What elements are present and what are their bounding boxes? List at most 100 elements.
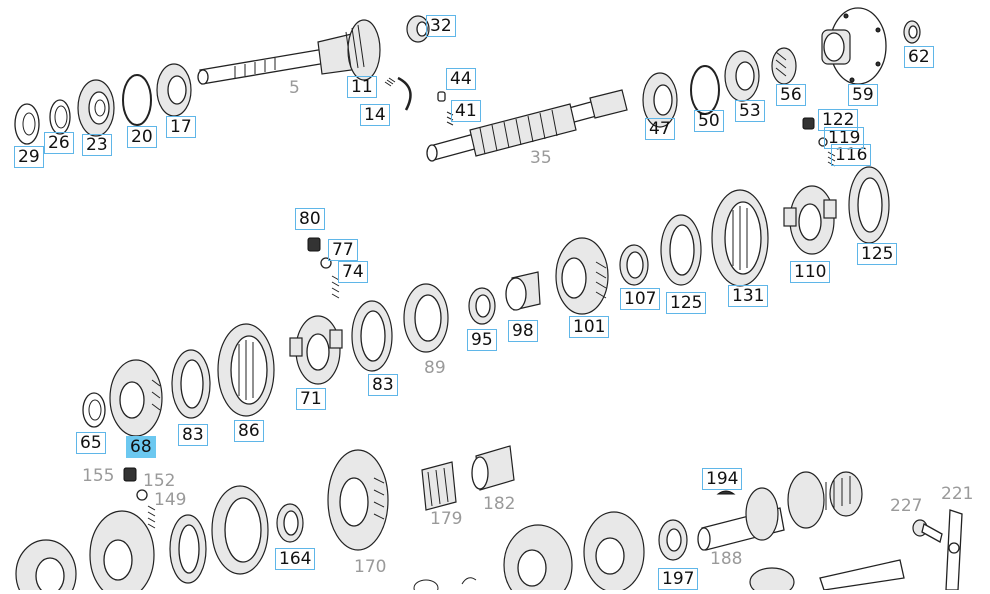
part-62-nut <box>903 20 921 44</box>
callout-44[interactable]: 44 <box>446 68 476 90</box>
callout-50[interactable]: 50 <box>694 110 724 132</box>
part-83a-sync-ring <box>171 349 211 419</box>
callout-194[interactable]: 194 <box>702 468 743 490</box>
callout-32[interactable]: 32 <box>426 15 456 37</box>
part-29-seal <box>14 103 40 145</box>
callout-107[interactable]: 107 <box>620 288 661 310</box>
part-32-bearing <box>406 15 430 43</box>
callout-74[interactable]: 74 <box>338 261 368 283</box>
part-110-hub <box>783 185 837 255</box>
callout-89: 89 <box>424 358 446 378</box>
callout-152: 152 <box>143 471 176 491</box>
part-197-bearing <box>658 519 688 561</box>
callout-227: 227 <box>890 496 923 516</box>
part-86-sleeve <box>217 323 275 417</box>
part-89-sync-ring <box>403 283 449 353</box>
part-125b-sync-ring <box>848 166 890 244</box>
callout-56[interactable]: 56 <box>776 84 806 106</box>
callout-116[interactable]: 116 <box>831 144 872 166</box>
part-95-bearing <box>468 287 496 325</box>
callout-170: 170 <box>354 557 387 577</box>
callout-131[interactable]: 131 <box>728 285 769 307</box>
callout-197[interactable]: 197 <box>658 568 699 590</box>
part-23-bearing <box>77 79 115 137</box>
part-131-sleeve <box>711 189 769 287</box>
part-11-spring <box>384 77 396 87</box>
callout-68[interactable]: 68 <box>126 436 156 458</box>
part-14-clip <box>397 76 412 111</box>
part-71-hub <box>289 315 343 385</box>
part-164-bearing <box>276 503 304 543</box>
callout-53[interactable]: 53 <box>735 100 765 122</box>
part-reverse-shaft <box>749 559 905 594</box>
part-56-gear <box>771 47 797 85</box>
part-5-input-shaft <box>197 19 381 85</box>
callout-221: 221 <box>941 484 974 504</box>
part-155-152-149-detent <box>123 467 156 529</box>
callout-20[interactable]: 20 <box>127 126 157 148</box>
part-44-41-detent <box>437 91 454 126</box>
part-50-snap-ring <box>690 65 720 115</box>
part-sync-ring-row3 <box>169 514 207 584</box>
part-227-bolt <box>912 519 943 543</box>
part-large-gear-row3 <box>89 510 155 594</box>
part-188-countershaft <box>697 471 863 551</box>
callout-182: 182 <box>483 494 516 514</box>
part-20-snap-ring <box>122 74 152 126</box>
part-221-lever <box>945 509 963 591</box>
callout-110[interactable]: 110 <box>790 261 831 283</box>
callout-125a[interactable]: 125 <box>666 292 707 314</box>
callout-29[interactable]: 29 <box>14 146 44 168</box>
callout-83b[interactable]: 83 <box>368 374 398 396</box>
callout-98[interactable]: 98 <box>508 320 538 342</box>
callout-86[interactable]: 86 <box>234 420 264 442</box>
callout-41[interactable]: 41 <box>451 100 481 122</box>
callout-26[interactable]: 26 <box>44 132 74 154</box>
part-partial-gear-left <box>15 539 77 594</box>
part-170-gear <box>327 449 389 551</box>
callout-95[interactable]: 95 <box>467 329 497 351</box>
callout-35: 35 <box>530 148 552 168</box>
part-26-ring <box>49 99 71 135</box>
callout-149: 149 <box>154 490 187 510</box>
callout-122[interactable]: 122 <box>818 109 859 131</box>
part-65-ring <box>82 392 106 428</box>
part-68-gear <box>109 359 163 437</box>
part-125a-sync-ring <box>660 214 702 286</box>
callout-65[interactable]: 65 <box>76 432 106 454</box>
callout-155: 155 <box>82 466 115 486</box>
callout-179: 179 <box>430 509 463 529</box>
callout-59[interactable]: 59 <box>848 84 878 106</box>
part-107-bushing <box>619 244 649 286</box>
callout-80[interactable]: 80 <box>295 208 325 230</box>
part-83b-sync-ring <box>351 300 393 372</box>
callout-62[interactable]: 62 <box>904 46 934 68</box>
callout-14[interactable]: 14 <box>360 104 390 126</box>
callout-188: 188 <box>710 549 743 569</box>
callout-83a[interactable]: 83 <box>178 424 208 446</box>
callout-23[interactable]: 23 <box>82 134 112 156</box>
callout-71[interactable]: 71 <box>296 388 326 410</box>
callout-164[interactable]: 164 <box>275 548 316 570</box>
part-sleeve-row3 <box>211 485 269 575</box>
part-98-bushing <box>505 271 541 311</box>
callout-17[interactable]: 17 <box>166 116 196 138</box>
part-194-key <box>716 490 736 495</box>
callout-125b[interactable]: 125 <box>857 243 898 265</box>
callout-77[interactable]: 77 <box>328 239 358 261</box>
part-182-bushing <box>471 445 515 491</box>
part-47-bearing <box>642 72 678 128</box>
part-35-countershaft <box>426 89 628 162</box>
callout-101[interactable]: 101 <box>569 316 610 338</box>
part-101-gear <box>555 237 609 315</box>
callout-119[interactable]: 119 <box>824 127 865 149</box>
part-179-needle-bearing <box>421 461 457 511</box>
part-59-flange <box>821 7 887 85</box>
part-partial-gears-row3 <box>413 511 645 594</box>
callout-5: 5 <box>289 78 300 98</box>
callout-47[interactable]: 47 <box>645 118 675 140</box>
callout-11[interactable]: 11 <box>347 76 377 98</box>
part-53-bearing <box>724 50 760 102</box>
